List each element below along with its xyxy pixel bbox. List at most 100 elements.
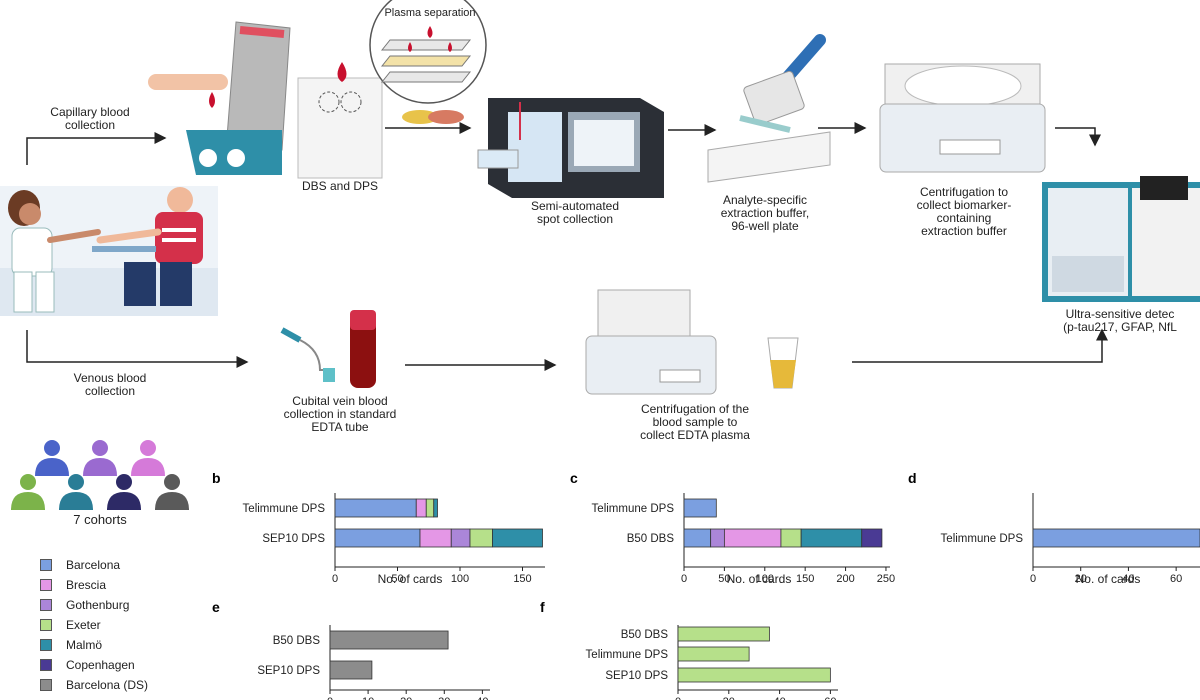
x-tick-label: 0 [327, 696, 333, 700]
bar-segment [723, 528, 782, 548]
x-tick-label: 40 [476, 696, 488, 700]
caption-ultra-sensitive: Ultra-sensitive detec (p-tau217, GFAP, N… [1063, 308, 1177, 334]
caption-cubital: Cubital vein blood collection in standar… [283, 394, 397, 434]
cohorts-label: 7 cohorts [73, 512, 127, 527]
x-tick-label: 20 [1075, 573, 1087, 585]
legend-swatch [40, 599, 52, 611]
x-tick-label: 10 [362, 696, 374, 700]
bar-segment [492, 528, 543, 548]
bar-segment [415, 498, 427, 518]
x-tick-label: 40 [1122, 573, 1134, 585]
pipette-plate-illustration [707, 34, 831, 183]
caption-extraction-buffer: Analyte-specific extraction buffer, 96-w… [720, 193, 810, 233]
category-label: SEP10 DPS [257, 665, 320, 677]
x-tick-label: 60 [824, 696, 836, 700]
x-tick-label: 50 [391, 573, 403, 585]
plasma-separation-illustration [369, 0, 487, 104]
x-tick-label: 150 [513, 573, 531, 585]
panel-letter: f [540, 599, 545, 615]
caption-centrifugation-top: Centrifugation to collect biomarker- con… [916, 185, 1012, 238]
arrow-to-detector-bottom [852, 328, 1108, 363]
arrow-to-venous [26, 330, 249, 368]
legend-swatch [40, 659, 52, 671]
legend-label: Brescia [66, 578, 107, 592]
person-icon [11, 474, 45, 510]
caption-capillary: Capillary blood collection [50, 105, 130, 132]
legend-label: Barcelona [66, 558, 121, 572]
legend-label: Gothenburg [66, 598, 130, 612]
x-tick-label: 40 [773, 696, 785, 700]
caption-venous: Venous blood collection [73, 371, 147, 398]
bar-segment [861, 528, 883, 548]
legend-label: Copenhagen [66, 658, 135, 672]
bar-segment [425, 498, 435, 518]
x-tick-label: 100 [451, 573, 469, 585]
bar-segment [334, 528, 421, 548]
bar-segment [329, 630, 449, 650]
person-icon [59, 474, 93, 510]
panel-letter: c [570, 470, 578, 486]
bar-segment [780, 528, 802, 548]
x-tick-label: 30 [438, 696, 450, 700]
semi-automated-instrument-illustration [477, 98, 664, 198]
legend-label: Exeter [66, 618, 101, 632]
bar-segment [1032, 528, 1200, 548]
caption-plasma-separation: Plasma separation [384, 7, 476, 19]
cohorts-icon [11, 440, 189, 510]
bar-segment [677, 626, 770, 642]
legend-swatch [40, 579, 52, 591]
category-label: Telimmune DPS [592, 503, 675, 515]
legend-swatch [40, 619, 52, 631]
bar-segment [334, 498, 417, 518]
x-tick-label: 0 [681, 573, 687, 585]
detector-illustration [1042, 176, 1200, 302]
bar-segment [433, 498, 438, 518]
x-tick-label: 150 [796, 573, 814, 585]
spot-punches-icon [402, 110, 438, 124]
category-label: B50 DBS [273, 635, 321, 647]
category-label: Telimmune DPS [941, 533, 1024, 545]
legend-swatch [40, 639, 52, 651]
bar-segment [677, 646, 750, 662]
bar-segment [450, 528, 471, 548]
category-label: B50 DBS [621, 629, 669, 641]
panel-letter: e [212, 599, 220, 615]
x-tick-label: 0 [675, 696, 681, 700]
bar-segment [710, 528, 725, 548]
venous-collection-illustration [280, 310, 376, 388]
caption-semi-automated: Semi-automated spot collection [530, 199, 620, 226]
x-tick-label: 20 [723, 696, 735, 700]
x-axis-label: No. of cards [1076, 572, 1141, 586]
bar-segment [683, 498, 717, 518]
caption-dbs-dps: DBS and DPS [301, 179, 379, 193]
arrow-to-capillary [26, 132, 167, 165]
arrow-to-detector-top [1055, 127, 1101, 147]
bar-segment [469, 528, 493, 548]
centrifuge-bottom-illustration [585, 289, 799, 395]
category-label: SEP10 DPS [605, 670, 668, 682]
legend-swatch [40, 559, 52, 571]
person-icon [107, 474, 141, 510]
bar-segment [419, 528, 452, 548]
finger-prick-illustration [148, 21, 291, 175]
x-tick-label: 0 [1030, 573, 1036, 585]
person-icon [131, 440, 165, 476]
legend-label: Malmö [66, 638, 103, 652]
bar-segment [329, 660, 373, 680]
x-tick-label: 50 [718, 573, 730, 585]
x-tick-label: 60 [1170, 573, 1182, 585]
bar-segment [677, 667, 831, 683]
person-icon [83, 440, 117, 476]
person-icon [155, 474, 189, 510]
category-label: SEP10 DPS [262, 533, 325, 545]
legend-label: Barcelona (DS) [66, 678, 149, 692]
category-label: B50 DBS [627, 533, 675, 545]
